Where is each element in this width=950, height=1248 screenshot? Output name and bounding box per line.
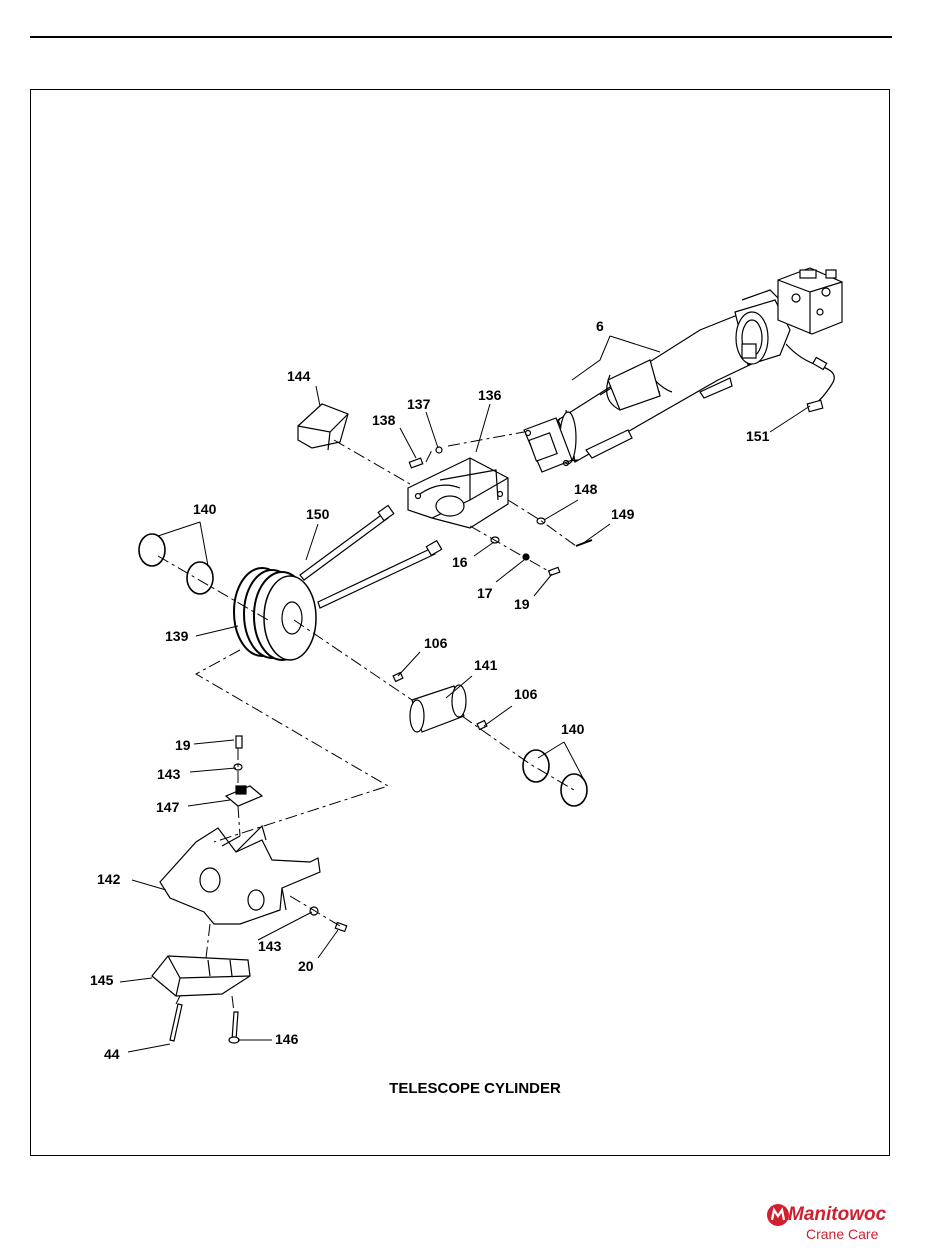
retaining-rings: [139, 534, 587, 806]
callout-138: 138: [372, 412, 396, 428]
callout-17: 17: [477, 585, 493, 601]
callout-140-bottom: 140: [561, 721, 585, 737]
callout-150: 150: [306, 506, 330, 522]
callout-143-lower: 143: [258, 938, 282, 954]
callout-labels: 6 151 144 138 137 136 148 149 140 150 16…: [90, 318, 770, 1062]
callout-137: 137: [407, 396, 431, 412]
callout-136: 136: [478, 387, 502, 403]
callout-106-lower: 106: [514, 686, 538, 702]
sheave-139: [234, 568, 316, 660]
callout-20: 20: [298, 958, 314, 974]
callout-145: 145: [90, 972, 114, 988]
callout-143-upper: 143: [157, 766, 181, 782]
callout-16: 16: [452, 554, 468, 570]
callout-146: 146: [275, 1031, 299, 1047]
callout-149: 149: [611, 506, 635, 522]
cylinder-assembly: [524, 268, 842, 472]
callout-148: 148: [574, 481, 598, 497]
callout-140-top: 140: [193, 501, 217, 517]
brand-name: Manitowoc: [788, 1204, 886, 1226]
base-mount-142: [160, 826, 320, 924]
clip-147: [226, 736, 262, 806]
manitowoc-mark-icon: [766, 1203, 790, 1227]
manitowoc-logo: Manitowoc Crane Care: [766, 1202, 926, 1246]
callout-19-upper: 19: [514, 596, 530, 612]
callout-144: 144: [287, 368, 311, 384]
callout-139: 139: [165, 628, 189, 644]
callout-142: 142: [97, 871, 121, 887]
sheave-mount-bracket: [408, 458, 508, 528]
wear-pad-145: [152, 956, 250, 996]
callout-141: 141: [474, 657, 498, 673]
callout-44: 44: [104, 1046, 120, 1062]
callout-19-lower: 19: [175, 737, 191, 753]
sensor-harness: [786, 344, 834, 412]
centerlines: [158, 432, 576, 1012]
callout-6: 6: [596, 318, 604, 334]
wear-pad-144: [298, 404, 348, 450]
callout-151: 151: [746, 428, 770, 444]
callout-147: 147: [156, 799, 180, 815]
figure-caption: TELESCOPE CYLINDER: [0, 1080, 950, 1097]
callout-106-upper: 106: [424, 635, 448, 651]
brand-subtitle: Crane Care: [806, 1226, 878, 1242]
spacer-141: [393, 673, 487, 732]
